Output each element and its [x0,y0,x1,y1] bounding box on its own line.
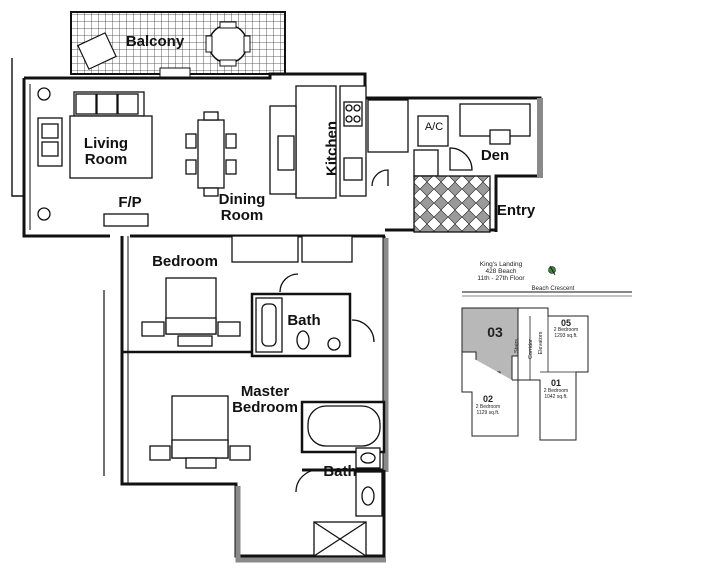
balcony-label: Balcony [125,33,185,50]
master-bedroom-label-line-2: Bedroom [232,399,298,416]
building-line-3: 11th - 27th Floor [477,275,525,282]
elevators-label: Elevators [538,331,544,355]
entry-label: Entry [496,202,536,219]
bath-1-fixtures [250,292,375,358]
master-bedroom-label-line-1: Master [240,383,290,400]
stairs-label: Stairs [514,338,520,354]
unit-02-line-1: 2 Bedroom [475,404,501,410]
corridor-label: Corridor [528,339,534,359]
dining-room-label-line-1: Dining [218,191,266,208]
ac-label: A/C [424,121,444,133]
key-plan-building-name: King's Landing 428 Beach 11th - 27th Flo… [456,261,546,282]
unit-05-line-2: 1293 sq.ft. [554,333,578,339]
unit-05-line-1: 2 Bedroom [553,327,579,333]
dining-table [185,111,237,197]
building-line-2: 428 Beach [485,268,517,275]
dining-room-label: Dining Room [212,192,272,224]
entry-den-structures [367,99,531,233]
unit-01-label: 01 [550,378,561,388]
unit-05-label: 05 [560,318,571,328]
unit-05-details: 2 Bedroom 1293 sq.ft. [546,327,586,339]
master-bedroom-furniture [149,395,321,493]
bedroom-furniture [141,235,353,347]
unit-02-label: 02 [482,394,493,404]
living-room-label-line-1: Living [83,135,129,152]
building-line-1: King's Landing [479,261,523,268]
unit-02-line-2: 1129 sq.ft. [476,410,500,416]
master-bedroom-label: Master Bedroom [226,384,304,416]
unit-01-line-2: 1042 sq.ft. [544,394,568,400]
kitchen-label: Kitchen [323,121,341,177]
living-room-furniture [37,87,153,227]
unit-02-details: 2 Bedroom 1129 sq.ft. [468,404,508,416]
living-room-label-line-2: Room [84,151,128,168]
key-plan-street: Beach Crescent [531,286,575,292]
bath-2-fixtures [300,400,386,557]
bedroom-label: Bedroom [152,253,218,270]
unit-01-details: 2 Bedroom 1042 sq.ft. [536,388,576,400]
bath-1-label: Bath [287,312,321,329]
den-label: Den [480,147,510,164]
living-room-label: Living Room [76,136,136,168]
balcony-area [70,11,286,79]
key-plan [461,265,632,441]
unit-03-label: 03 [487,324,503,340]
fireplace-label: F/P [118,194,142,211]
unit-01-line-1: 2 Bedroom [543,388,569,394]
bath-2-label: Bath [323,463,357,480]
dining-room-label-line-2: Room [220,207,264,224]
kitchen-counters [269,85,367,199]
